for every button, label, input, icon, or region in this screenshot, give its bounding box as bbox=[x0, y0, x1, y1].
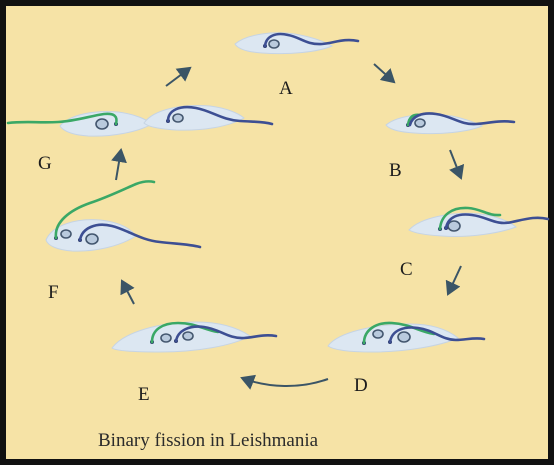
stage-g-daughter-right bbox=[144, 106, 272, 131]
arrow-a-to-b bbox=[374, 64, 394, 82]
stage-b-cell bbox=[386, 113, 514, 133]
stage-label-g: G bbox=[38, 153, 52, 174]
arrow-d-to-e bbox=[242, 378, 328, 386]
stage-label-f: F bbox=[48, 282, 59, 303]
stage-f-cell bbox=[46, 181, 200, 251]
stage-a-cell bbox=[235, 33, 358, 54]
stage-label-e: E bbox=[138, 384, 150, 405]
stage-label-b: B bbox=[389, 160, 402, 181]
arrow-e-to-f bbox=[122, 281, 134, 304]
stage-label-a: A bbox=[279, 78, 293, 99]
stage-c-cell bbox=[409, 208, 548, 237]
stage-e-cell bbox=[112, 322, 276, 352]
arrow-b-to-c bbox=[450, 150, 461, 178]
arrow-g-to-a bbox=[166, 68, 190, 86]
figure-caption: Binary fission in Leishmania bbox=[98, 430, 319, 451]
arrow-c-to-d bbox=[448, 266, 461, 294]
stage-label-d: D bbox=[354, 375, 368, 396]
stage-d-cell bbox=[328, 323, 484, 352]
arrow-f-to-g bbox=[116, 150, 121, 180]
stage-g-daughter-left bbox=[8, 112, 152, 137]
stage-label-c: C bbox=[400, 259, 413, 280]
